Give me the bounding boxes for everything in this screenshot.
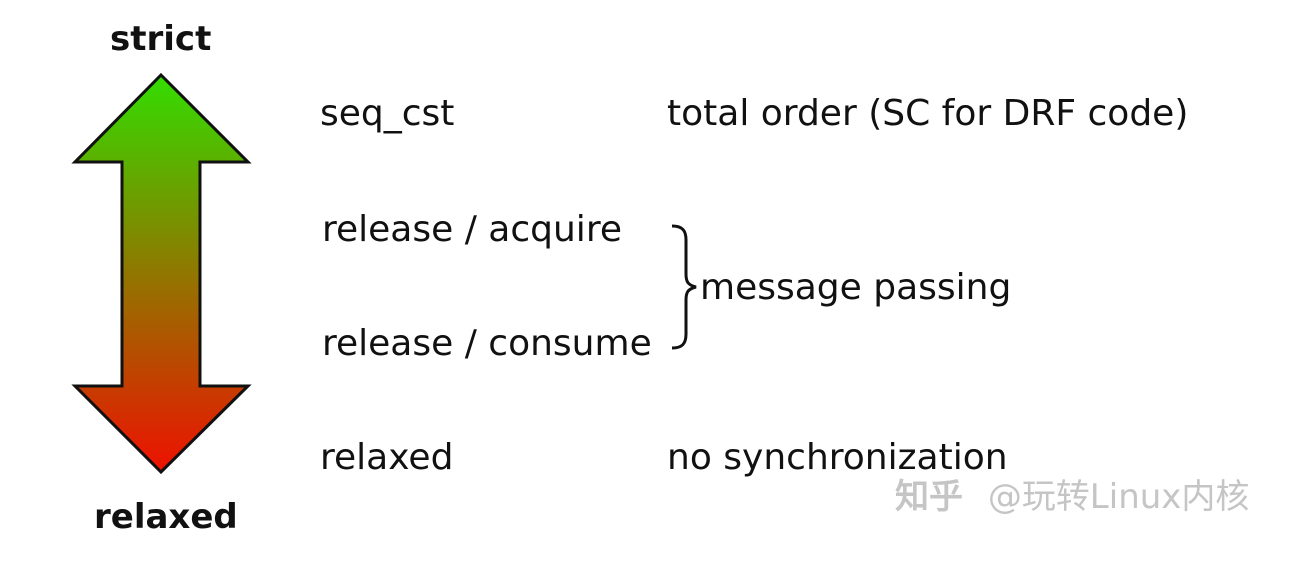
order-release-consume: release / consume <box>322 323 652 364</box>
watermark: 知乎 @玩转Linux内核 <box>895 480 1249 514</box>
seq-cst-description: total order (SC for DRF code) <box>667 93 1189 134</box>
strictness-arrow <box>71 72 252 475</box>
grouping-brace <box>671 224 697 350</box>
relaxed-description: no synchronization <box>667 437 1008 478</box>
zhihu-logo-text: 知乎 <box>895 477 963 517</box>
strict-label: strict <box>110 19 212 59</box>
order-release-acquire: release / acquire <box>322 209 622 250</box>
order-seq-cst: seq_cst <box>320 93 455 134</box>
double-arrow-shape <box>71 72 252 475</box>
message-passing-label: message passing <box>700 267 1012 308</box>
relaxed-label: relaxed <box>94 497 238 537</box>
watermark-author: @玩转Linux内核 <box>987 477 1250 517</box>
order-relaxed: relaxed <box>320 437 454 478</box>
